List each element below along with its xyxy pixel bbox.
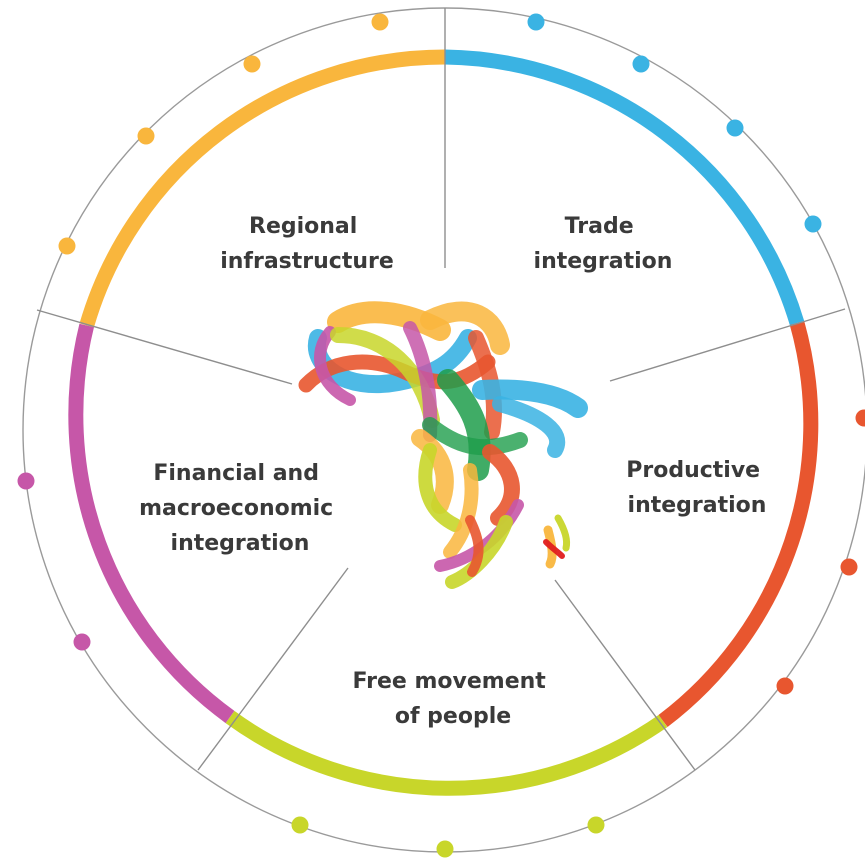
dot-trade-3 — [726, 119, 744, 137]
dot-infrastructure-4 — [58, 237, 76, 255]
label-line: Productive — [626, 458, 760, 483]
dot-trade-1 — [527, 13, 545, 31]
divider-right — [609, 308, 846, 382]
outer-dots — [17, 13, 865, 858]
label-line: infrastructure — [220, 249, 394, 274]
dot-trade-4 — [804, 215, 822, 233]
dot-people-1 — [291, 816, 309, 834]
label-line: Regional — [249, 214, 357, 239]
label-line: integration — [628, 493, 767, 518]
dot-financial-2 — [73, 633, 91, 651]
dot-infrastructure-3 — [137, 127, 155, 145]
dot-people-3 — [587, 816, 605, 834]
divider-left — [36, 309, 293, 385]
ring-arc-infrastructure — [79, 49, 446, 328]
label-line: Trade — [565, 214, 634, 239]
label-line: integration — [171, 531, 310, 556]
divider-bottom-left — [197, 567, 349, 771]
dot-trade-2 — [632, 55, 650, 73]
label-financial-macroeconomic-integration: Financial and macroeconomic integration — [139, 461, 341, 556]
dot-productive-2 — [840, 558, 858, 576]
ring-arc-trade — [444, 49, 805, 326]
label-productive-integration: Productive integration — [626, 458, 768, 518]
divider-bottom-right — [554, 579, 696, 771]
dot-productive-1 — [855, 409, 865, 427]
label-free-movement-of-people: Free movement of people — [353, 669, 554, 729]
africa-ribbon-logo-icon — [298, 301, 588, 589]
label-line: Financial and — [153, 461, 319, 486]
label-line: Free movement — [353, 669, 547, 694]
label-line: of people — [395, 704, 511, 729]
dot-financial-1 — [17, 472, 35, 490]
label-regional-infrastructure: Regional infrastructure — [220, 214, 394, 274]
dot-people-2 — [436, 840, 454, 858]
ring-arc-financial — [68, 323, 235, 724]
dot-infrastructure-1 — [371, 13, 389, 31]
label-trade-integration: Trade integration — [534, 214, 673, 274]
label-line: macroeconomic — [139, 496, 333, 521]
dot-productive-3 — [776, 677, 794, 695]
ring-arc-people — [225, 710, 668, 796]
label-line: integration — [534, 249, 673, 274]
ring-arc-productive — [658, 320, 819, 727]
dot-infrastructure-2 — [243, 55, 261, 73]
